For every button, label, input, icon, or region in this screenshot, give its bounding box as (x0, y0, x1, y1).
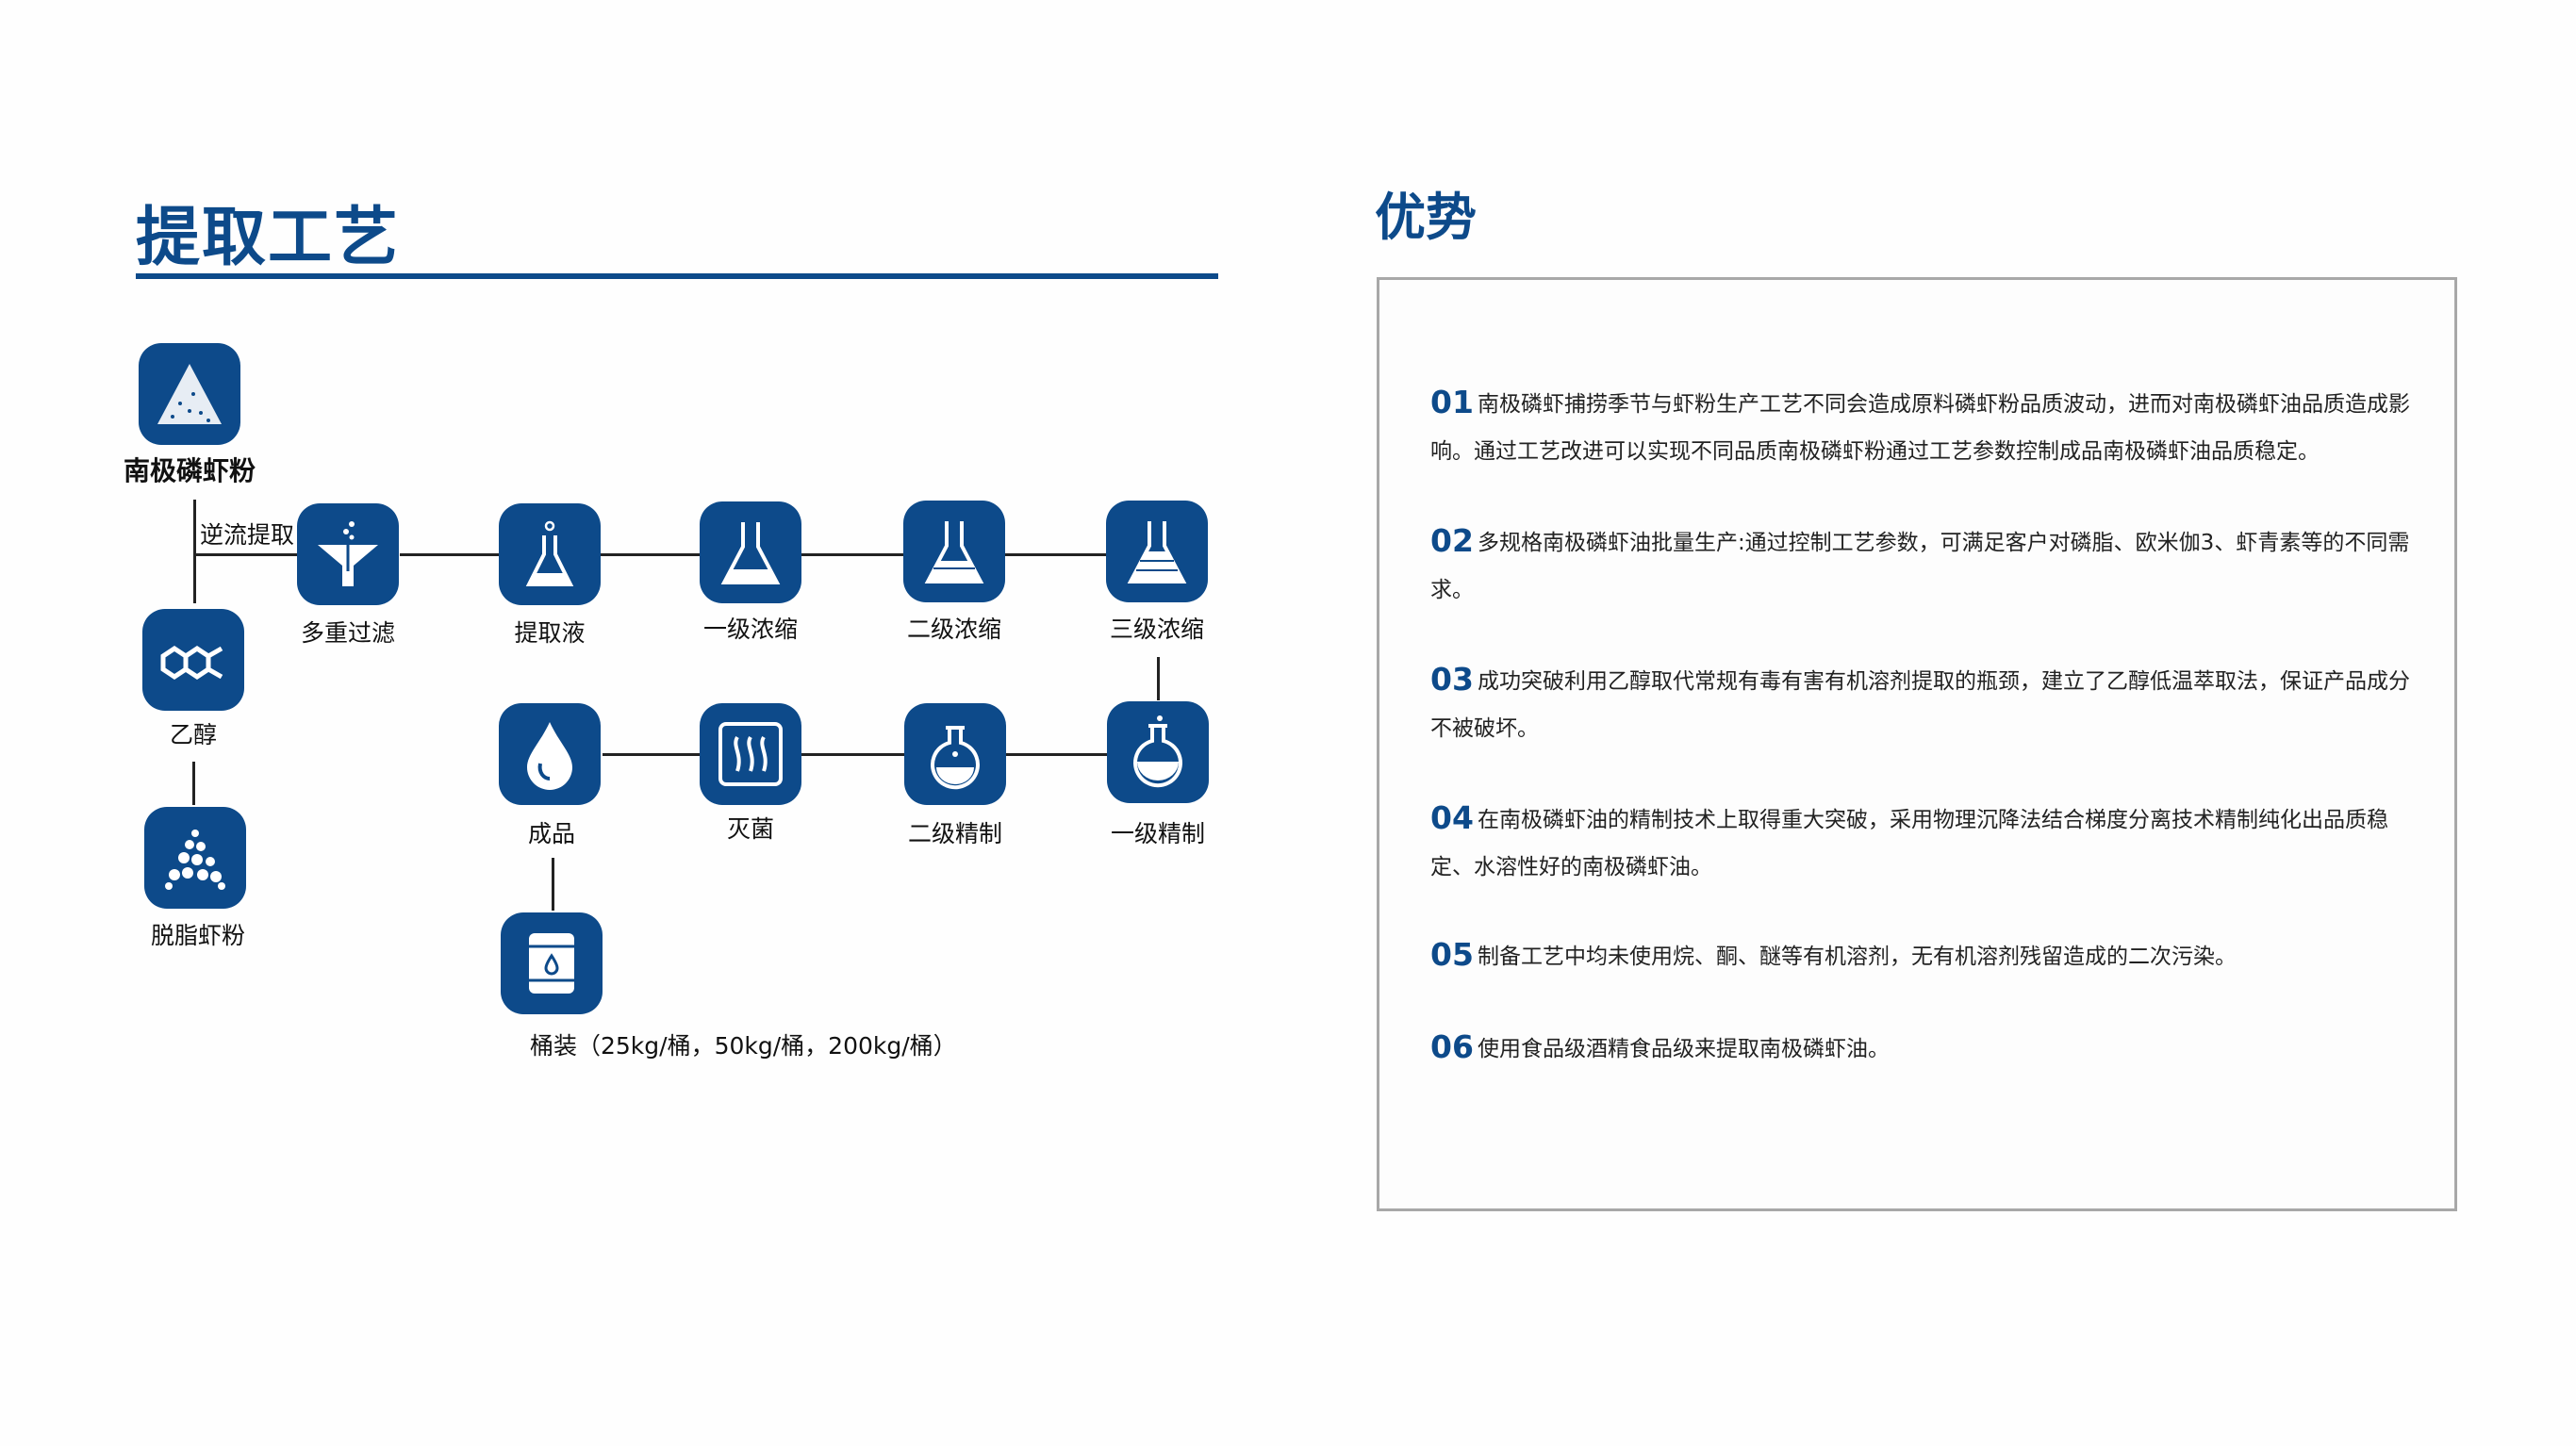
refine1-flask-icon (1107, 701, 1209, 803)
label-sterilize: 灭菌 (726, 815, 775, 843)
item-number: 06 (1430, 1028, 1474, 1065)
item-text: 使用食品级酒精食品级来提取南极磷虾油。 (1477, 1037, 1890, 1061)
connector (192, 762, 195, 805)
item-number: 04 (1430, 799, 1474, 836)
section-title-extraction: 提取工艺 (136, 201, 401, 275)
item-number: 02 (1430, 522, 1474, 559)
section-title-advantages: 优势 (1375, 188, 1477, 247)
label-ethanol: 乙醇 (169, 721, 218, 748)
title-underline (136, 273, 1218, 279)
label-extract: 提取液 (514, 619, 586, 647)
label-refine1: 一级精制 (1110, 820, 1206, 847)
ethanol-molecule-icon (142, 609, 244, 711)
product-drop-icon (499, 703, 601, 805)
connector (552, 858, 554, 911)
sterilize-heat-icon (700, 703, 801, 805)
item-text: 制备工艺中均未使用烷、酮、醚等有机溶剂，无有机溶剂残留造成的二次污染。 (1477, 945, 2237, 969)
label-conc2: 二级浓缩 (906, 616, 1002, 643)
label-conc1: 一级浓缩 (702, 616, 799, 643)
conc1-flask-icon (700, 501, 801, 603)
extract-flask-icon (499, 503, 601, 605)
item-number: 05 (1430, 936, 1474, 973)
refine2-flask-icon (904, 703, 1006, 805)
label-countercurrent: 逆流提取 (200, 521, 295, 549)
item-text: 南极磷虾捕捞季节与虾粉生产工艺不同会造成原料磷虾粉品质波动，进而对南极磷虾油品质… (1430, 392, 2410, 464)
label-multi-filter: 多重过滤 (300, 619, 396, 647)
barrel-icon (501, 912, 603, 1014)
label-defatted: 脱脂虾粉 (150, 922, 246, 949)
connector (194, 553, 298, 556)
filter-funnel-icon (297, 503, 399, 605)
krill-powder-icon (139, 343, 240, 445)
label-refine2: 二级精制 (907, 820, 1003, 847)
label-barrel: 桶装（25kg/桶，50kg/桶，200kg/桶） (530, 1032, 957, 1060)
connector (193, 500, 196, 603)
item-text: 成功突破利用乙醇取代常规有毒有害有机溶剂提取的瓶颈，建立了乙醇低温萃取法，保证产… (1430, 669, 2410, 741)
label-krill-powder: 南极磷虾粉 (123, 455, 256, 486)
item-text: 在南极磷虾油的精制技术上取得重大突破，采用物理沉降法结合梯度分离技术精制纯化出品… (1430, 808, 2388, 879)
connector (1157, 657, 1160, 700)
label-product: 成品 (527, 820, 576, 847)
connector (603, 753, 1107, 756)
label-conc3: 三级浓缩 (1109, 616, 1205, 643)
conc2-flask-icon (903, 501, 1005, 602)
conc3-flask-icon (1106, 501, 1208, 602)
defatted-powder-icon (144, 807, 246, 909)
item-text: 多规格南极磷虾油批量生产:通过控制工艺参数，可满足客户对磷脂、欧米伽3、虾青素等… (1430, 531, 2410, 602)
item-number: 01 (1430, 384, 1474, 420)
item-number: 03 (1430, 661, 1474, 698)
